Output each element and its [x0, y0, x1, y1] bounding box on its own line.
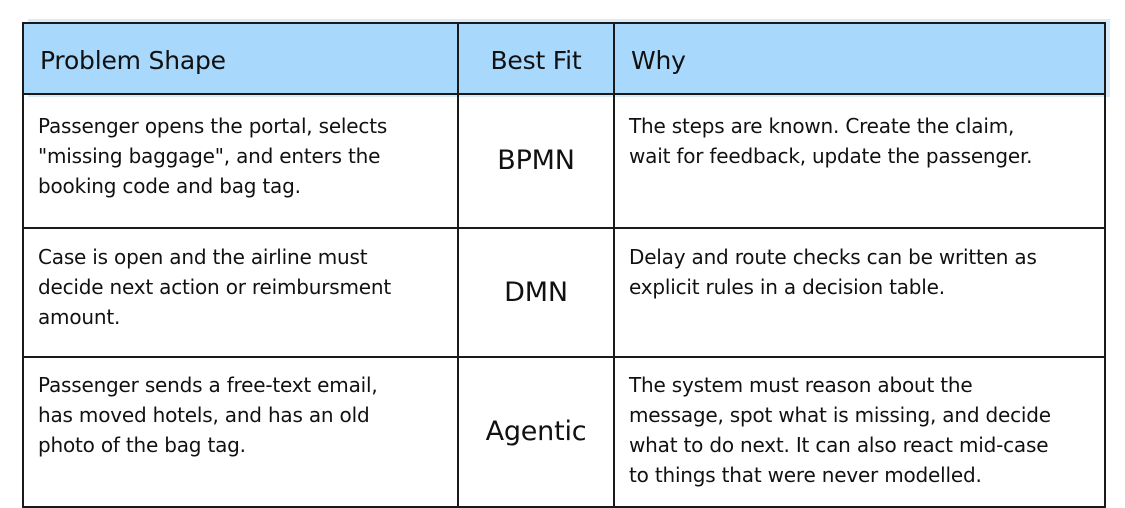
problem-line: booking code and bag tag. [38, 174, 301, 198]
best-fit-cell: Agentic [457, 356, 615, 508]
why-cell: The system must reason about the message… [613, 356, 1106, 508]
problem-line: photo of the bag tag. [38, 433, 246, 457]
problem-line: "missing baggage", and enters the [38, 144, 381, 168]
table-row: Case is open and the airline must decide… [22, 227, 1106, 358]
header-problem-shape: Problem Shape [22, 22, 459, 95]
problem-line: decide next action or reimbursment [38, 275, 391, 299]
table-row: Passenger sends a free-text email, has m… [22, 356, 1106, 508]
table-row: Passenger opens the portal, selects "mis… [22, 93, 1106, 229]
why-line: Delay and route checks can be written as [629, 245, 1037, 269]
why-line: The system must reason about the [629, 373, 973, 397]
problem-line: Passenger sends a free-text email, [38, 373, 378, 397]
why-cell: The steps are known. Create the claim, w… [613, 93, 1106, 229]
header-why: Why [613, 22, 1106, 95]
comparison-table: Problem Shape Best Fit Why Passenger ope… [22, 22, 1106, 508]
problem-line: has moved hotels, and has an old [38, 403, 370, 427]
problem-line: Case is open and the airline must [38, 245, 368, 269]
why-line: wait for feedback, update the passenger. [629, 144, 1033, 168]
why-line: what to do next. It can also react mid-c… [629, 433, 1049, 457]
why-line: to things that were never modelled. [629, 463, 982, 487]
why-line: explicit rules in a decision table. [629, 275, 945, 299]
problem-cell: Passenger opens the portal, selects "mis… [22, 93, 459, 229]
header-best-fit: Best Fit [457, 22, 615, 95]
why-cell: Delay and route checks can be written as… [613, 227, 1106, 358]
why-line: message, spot what is missing, and decid… [629, 403, 1051, 427]
problem-line: amount. [38, 305, 121, 329]
best-fit-cell: DMN [457, 227, 615, 358]
best-fit-cell: BPMN [457, 93, 615, 229]
problem-line: Passenger opens the portal, selects [38, 114, 388, 138]
problem-cell: Passenger sends a free-text email, has m… [22, 356, 459, 508]
header-row: Problem Shape Best Fit Why [22, 22, 1106, 95]
problem-cell: Case is open and the airline must decide… [22, 227, 459, 358]
why-line: The steps are known. Create the claim, [629, 114, 1015, 138]
